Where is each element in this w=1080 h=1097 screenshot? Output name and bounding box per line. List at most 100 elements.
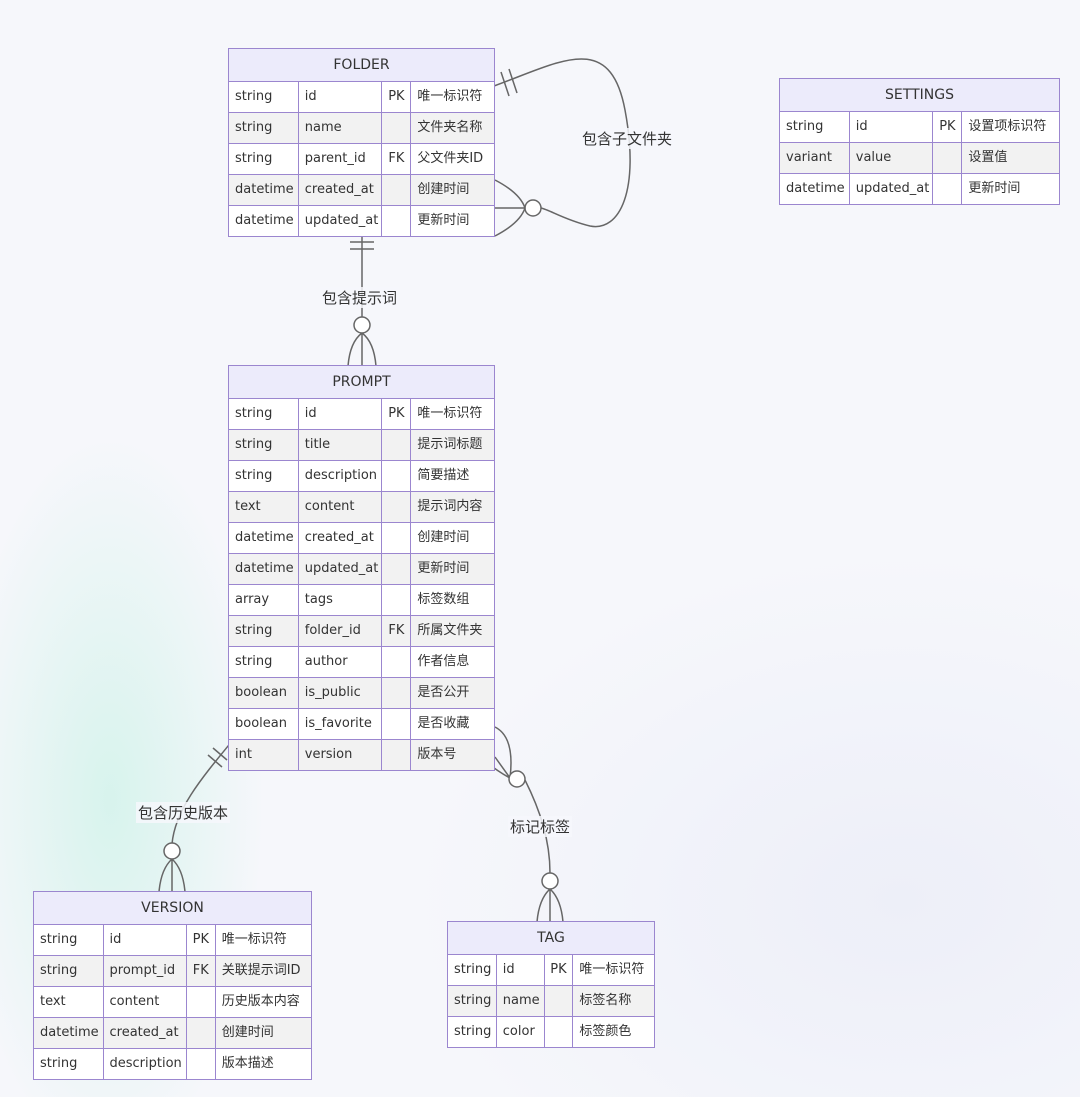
entity-title: VERSION xyxy=(34,892,311,925)
attribute-name: color xyxy=(497,1017,545,1047)
attribute-type: variant xyxy=(780,143,850,173)
crowfoot-one-prompt-versions-b xyxy=(212,747,228,761)
attribute-key xyxy=(187,987,216,1017)
attribute-name: created_at xyxy=(299,175,383,205)
attribute-comment: 创建时间 xyxy=(221,1025,274,1040)
attribute-type: string xyxy=(229,82,299,112)
attribute-type: datetime xyxy=(229,523,299,553)
entity-title: SETTINGS xyxy=(780,79,1059,112)
attribute-type: string xyxy=(229,647,299,677)
crowfoot-one-folder-children-a xyxy=(500,71,510,97)
crowfoot-one-folder-children-b xyxy=(508,68,518,94)
crowfoot-many-folder-prompts xyxy=(347,332,377,367)
attribute-key: FK xyxy=(187,956,216,986)
rel-line-prompt-versions xyxy=(171,739,234,845)
attribute-key xyxy=(382,554,412,584)
attribute-comment: 设置项标识符 xyxy=(968,119,1047,134)
attribute-comment: 父文件夹ID xyxy=(417,151,484,166)
attribute-name: updated_at xyxy=(850,174,934,204)
attribute-comment: 标签名称 xyxy=(579,993,632,1008)
attribute-name: id xyxy=(850,112,934,142)
rel-label-folder-children: 包含子文件夹 xyxy=(580,128,675,149)
attribute-key xyxy=(382,461,412,491)
attribute-type: text xyxy=(229,492,299,522)
attribute-key xyxy=(382,113,412,143)
attribute-comment: 所属文件夹 xyxy=(417,623,483,638)
rel-label-prompt-versions: 包含历史版本 xyxy=(136,802,231,823)
attribute-key xyxy=(382,175,412,205)
attribute-key: PK xyxy=(545,955,574,985)
attribute-name: created_at xyxy=(104,1018,187,1048)
attribute-comment: 更新时间 xyxy=(417,561,470,576)
attribute-name: is_favorite xyxy=(299,709,383,739)
attribute-key xyxy=(382,492,412,522)
attribute-type: int xyxy=(229,740,299,770)
attribute-name: value xyxy=(850,143,934,173)
attribute-comment: 版本号 xyxy=(417,747,457,762)
attribute-name: id xyxy=(104,925,187,955)
entity-title: TAG xyxy=(448,922,654,955)
attribute-comment: 标签颜色 xyxy=(579,1024,632,1039)
attribute-comment: 更新时间 xyxy=(417,213,470,228)
attribute-comment: 版本描述 xyxy=(221,1056,274,1071)
attribute-key: PK xyxy=(187,925,216,955)
attribute-key xyxy=(187,1018,216,1048)
attribute-comment: 文件夹名称 xyxy=(417,120,483,135)
attribute-key xyxy=(382,740,412,770)
attribute-comment: 设置值 xyxy=(968,150,1008,165)
attribute-key xyxy=(382,585,412,615)
attribute-type: text xyxy=(34,987,104,1017)
attribute-type: string xyxy=(229,461,299,491)
attribute-comment: 唯一标识符 xyxy=(221,932,287,947)
attribute-name: prompt_id xyxy=(104,956,187,986)
attribute-comment: 是否公开 xyxy=(417,685,470,700)
attribute-key xyxy=(382,206,412,236)
rel-label-folder-prompts: 包含提示词 xyxy=(320,287,400,308)
attribute-key: PK xyxy=(933,112,963,142)
attribute-key xyxy=(545,986,574,1016)
attribute-type: string xyxy=(448,1017,497,1047)
attribute-type: string xyxy=(34,956,104,986)
attribute-name: description xyxy=(299,461,383,491)
attribute-name: content xyxy=(299,492,383,522)
attribute-comment: 提示词标题 xyxy=(417,437,483,452)
attribute-name: author xyxy=(299,647,383,677)
attribute-type: string xyxy=(229,113,299,143)
attribute-type: datetime xyxy=(229,554,299,584)
attribute-type: string xyxy=(780,112,850,142)
attribute-name: created_at xyxy=(299,523,383,553)
attribute-key xyxy=(382,647,412,677)
attribute-type: datetime xyxy=(34,1018,104,1048)
attribute-comment: 作者信息 xyxy=(417,654,470,669)
attribute-comment: 历史版本内容 xyxy=(221,994,300,1009)
crowfoot-many-prompt-tags-bottom xyxy=(536,888,564,923)
attribute-name: id xyxy=(497,955,545,985)
attribute-type: string xyxy=(34,1049,104,1079)
attribute-key xyxy=(933,174,963,204)
crowfoot-zero-prompt-versions xyxy=(163,842,181,860)
attribute-name: parent_id xyxy=(299,144,383,174)
attribute-name: id xyxy=(299,82,383,112)
attribute-type: string xyxy=(229,144,299,174)
attribute-key xyxy=(382,709,412,739)
attribute-type: string xyxy=(448,955,497,985)
attribute-name: content xyxy=(104,987,187,1017)
